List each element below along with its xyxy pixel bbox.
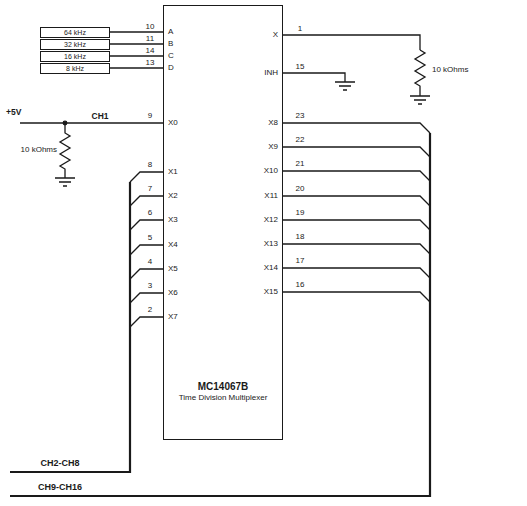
clock-wire xyxy=(110,31,163,32)
pin-number: 1 xyxy=(298,25,302,33)
pin-number: 3 xyxy=(148,282,152,290)
pin-name: X0 xyxy=(168,119,178,127)
ground-symbol xyxy=(335,82,355,90)
bus-label: CH2-CH8 xyxy=(40,459,79,468)
pin-number: 10 xyxy=(146,23,155,31)
clock-source-box: 8 kHz xyxy=(40,63,110,74)
channel-wire xyxy=(283,123,430,302)
part-number: MC14067B xyxy=(198,381,249,394)
clock-wire xyxy=(110,43,163,44)
frequency-label: 8 kHz xyxy=(66,65,84,72)
frequency-label: 16 kHz xyxy=(64,53,86,60)
part-description: Time Division Multiplexer xyxy=(179,393,268,403)
pin-name: X8 xyxy=(268,119,278,127)
pin-number: 14 xyxy=(146,47,155,55)
clock-wire xyxy=(110,55,163,56)
pin-name: X13 xyxy=(264,240,278,248)
pin-number: 21 xyxy=(296,160,305,168)
pin-number: 11 xyxy=(146,35,154,43)
clock-source-box: 64 kHz xyxy=(40,27,110,38)
pin-name: X12 xyxy=(264,216,278,224)
pin-number: 19 xyxy=(296,209,305,217)
resistor-symbol xyxy=(415,50,425,96)
pin-number: 20 xyxy=(296,185,305,193)
pin-name: X11 xyxy=(264,192,278,200)
pin-name: X5 xyxy=(168,265,178,273)
pin-name: B xyxy=(168,40,173,48)
pin-number: 9 xyxy=(148,112,152,120)
pin-name: X3 xyxy=(168,216,178,224)
pin-number: 23 xyxy=(296,112,305,120)
component-value: 10 kOhms xyxy=(432,66,468,74)
bus-line xyxy=(10,182,130,472)
pin-name: X6 xyxy=(168,289,178,297)
pin-number: 4 xyxy=(148,258,152,266)
resistor-symbol xyxy=(60,123,70,178)
pin-name: X7 xyxy=(168,313,178,321)
pin-name: A xyxy=(168,28,173,36)
channel-label: CH1 xyxy=(91,112,108,121)
pin-number: 16 xyxy=(296,281,305,289)
channel-wire xyxy=(130,172,163,327)
pin-number: 17 xyxy=(296,257,305,265)
pin-name: C xyxy=(168,52,174,60)
pin-number: 15 xyxy=(296,63,305,71)
pin-number: 2 xyxy=(148,306,152,314)
pin-number: 13 xyxy=(146,59,155,67)
frequency-label: 32 kHz xyxy=(64,41,86,48)
ground-symbol xyxy=(55,178,75,186)
frequency-label: 64 kHz xyxy=(64,29,86,36)
bus-label: CH9-CH16 xyxy=(38,483,82,492)
pin-name: X2 xyxy=(168,192,178,200)
clock-source-box: 16 kHz xyxy=(40,51,110,62)
supply-label: +5V xyxy=(6,108,21,117)
component-value: 10 kOhms xyxy=(21,146,57,154)
bus-line xyxy=(10,133,430,496)
output-wire xyxy=(283,35,420,50)
pin-name: X10 xyxy=(264,167,278,175)
pin-number: 5 xyxy=(148,234,152,242)
pin-name: X1 xyxy=(168,168,178,176)
pin-name: X xyxy=(273,31,278,39)
pin-name: X4 xyxy=(168,241,178,249)
inhibit-wire xyxy=(283,73,345,82)
pin-number: 8 xyxy=(148,161,152,169)
pin-name: D xyxy=(168,64,174,72)
clock-wire xyxy=(110,67,163,68)
clock-source-box: 32 kHz xyxy=(40,39,110,50)
pin-name: X15 xyxy=(264,288,278,296)
pin-number: 18 xyxy=(296,233,305,241)
pin-number: 6 xyxy=(148,209,152,217)
pin-name: INH xyxy=(264,69,278,77)
ground-symbol xyxy=(410,96,430,104)
pin-number: 7 xyxy=(148,185,152,193)
pin-name: X9 xyxy=(268,143,278,151)
channel-wire xyxy=(20,122,163,123)
pin-name: X14 xyxy=(264,264,278,272)
pin-number: 22 xyxy=(296,136,305,144)
